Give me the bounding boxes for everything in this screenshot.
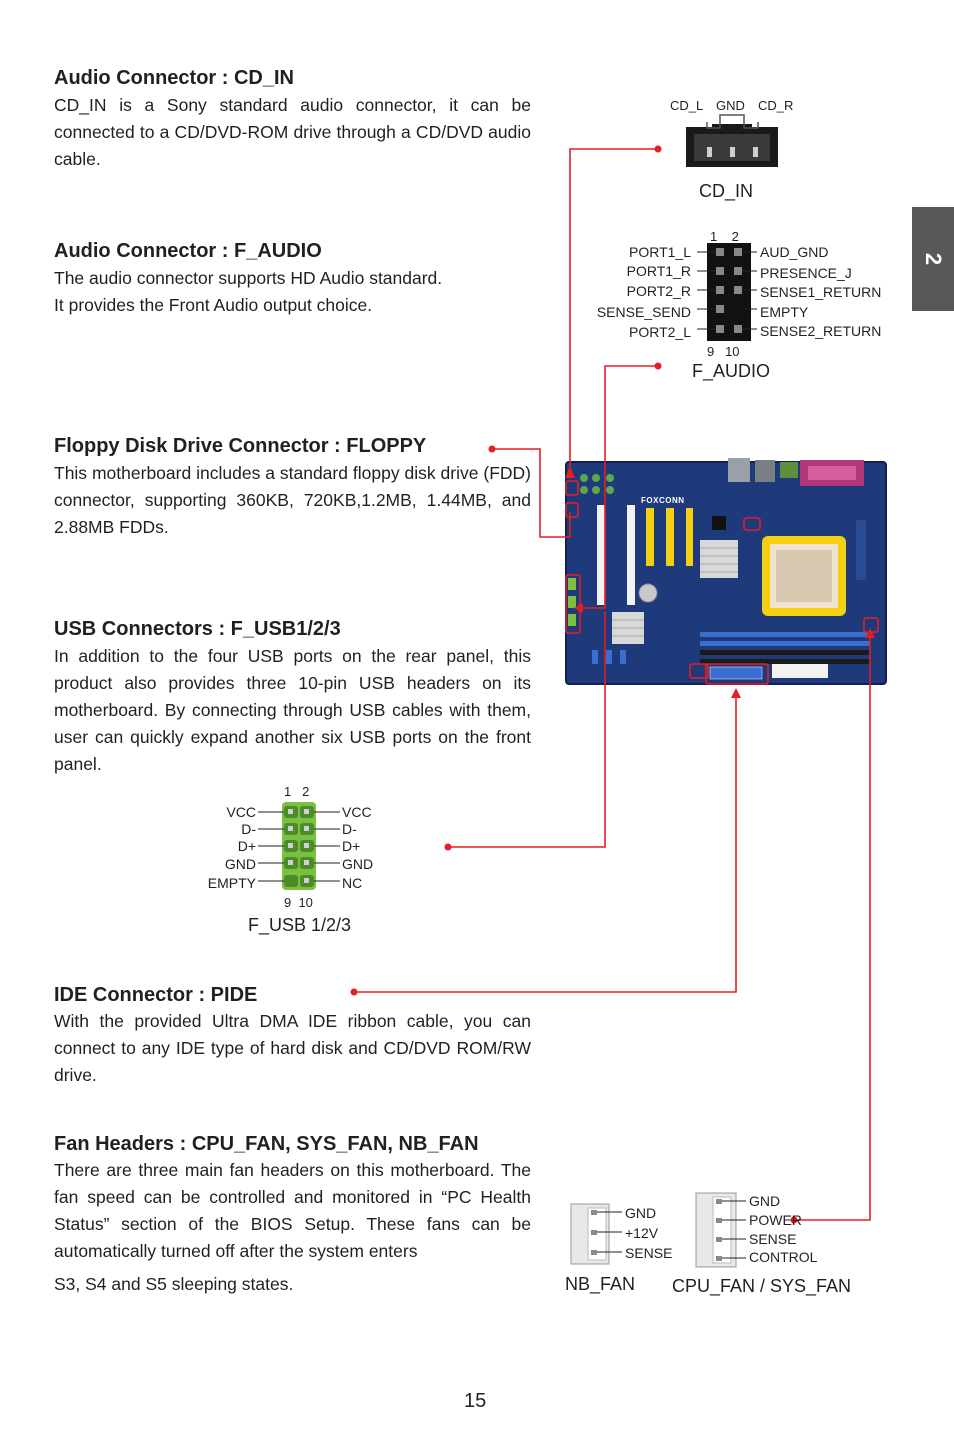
section-body-f-audio-line-1: The audio connector supports HD Audio st… (54, 268, 443, 288)
f-audio-left-label: PORT1_L (629, 244, 691, 260)
cpu-fan-pin-label: CONTROL (749, 1249, 818, 1265)
section-body-floppy: This motherboard includes a standard flo… (54, 463, 531, 537)
f-audio-right-label: PRESENCE_J (760, 265, 852, 281)
section-heading-cd-in: Audio Connector : CD_IN (54, 67, 294, 89)
f-usb-right-label: GND (342, 856, 374, 872)
f-usb-header-icon (258, 802, 340, 890)
f-usb-left-label: GND (224, 856, 256, 872)
f-usb-left-label: D- (241, 821, 256, 837)
section-heading-ide: IDE Connector : PIDE (54, 984, 258, 1006)
motherboard-image (565, 458, 887, 685)
f-usb-right-label: D+ (342, 838, 361, 854)
f-usb-left-label: VCC (226, 804, 256, 820)
cd-in-pin-gnd: GND (716, 98, 745, 113)
cd-in-pin-cd-r: CD_R (758, 98, 794, 113)
nb-fan-pin-label: +12V (625, 1225, 659, 1241)
f-usb-top-pin-numbers: 1 2 (284, 784, 310, 799)
f-usb-left-label: D+ (237, 838, 256, 854)
section-body-f-audio-line-2: It provides the Front Audio output choic… (54, 295, 373, 315)
section-body-fan-last: S3, S4 and S5 sleeping states. (54, 1274, 294, 1294)
section-heading-fan: Fan Headers : CPU_FAN, SYS_FAN, NB_FAN (54, 1133, 479, 1155)
cd-in-connector-icon (686, 114, 778, 167)
cpu-fan-caption: CPU_FAN / SYS_FAN (672, 1276, 852, 1296)
f-audio-left-label: PORT2_R (626, 283, 691, 299)
f-audio-left-label: SENSE_SEND (596, 304, 691, 320)
section-heading-floppy: Floppy Disk Drive Connector : FLOPPY (54, 435, 427, 457)
f-usb-left-label: EMPTY (207, 875, 256, 891)
cpu-fan-pin-label: POWER (749, 1212, 802, 1228)
section-heading-usb: USB Connectors : F_USB1/2/3 (54, 618, 341, 640)
f-audio-left-label: PORT1_R (626, 263, 691, 279)
cd-in-caption: CD_IN (699, 181, 754, 201)
cpu-fan-pin-label: GND (749, 1193, 781, 1209)
f-audio-right-label: EMPTY (760, 304, 809, 320)
chapter-tab: 2 (912, 207, 954, 311)
f-usb-caption: F_USB 1/2/3 (248, 915, 352, 935)
f-usb-right-label: VCC (342, 804, 372, 820)
board-highlights (565, 480, 879, 685)
f-usb-right-label: D- (342, 821, 357, 837)
f-audio-left-label: PORT2_L (629, 324, 691, 340)
f-audio-top-pin-numbers: 1 2 (710, 229, 739, 244)
f-audio-right-label: SENSE1_RETURN (760, 284, 882, 300)
f-audio-right-label: SENSE2_RETURN (760, 323, 882, 339)
page-number: 15 (464, 1390, 487, 1412)
motherboard-brand-label: FOXCONN (641, 496, 685, 505)
nb-fan-connector-icon (570, 1203, 622, 1265)
f-audio-header-icon (697, 243, 757, 341)
nb-fan-pin-label: GND (625, 1205, 657, 1221)
leader-lines (354, 148, 871, 1221)
f-audio-caption: F_AUDIO (692, 361, 771, 381)
f-audio-right-label: AUD_GND (760, 244, 829, 260)
leader-dots (350, 145, 798, 1224)
nb-fan-pin-label: SENSE (625, 1245, 673, 1261)
cpu-fan-pin-label: SENSE (749, 1231, 797, 1247)
f-usb-right-label: NC (342, 875, 363, 891)
cd-in-pin-cd-l: CD_L (670, 98, 704, 113)
f-audio-bottom-pin-numbers: 9 10 (707, 344, 740, 359)
section-body-cd-in: CD_IN is a Sony standard audio connector… (54, 95, 531, 169)
section-heading-f-audio: Audio Connector : F_AUDIO (54, 240, 322, 262)
cpu-fan-connector-icon (695, 1192, 746, 1268)
section-body-ide: With the provided Ultra DMA IDE ribbon c… (54, 1011, 531, 1085)
section-body-usb: In addition to the four USB ports on the… (54, 646, 531, 774)
nb-fan-caption: NB_FAN (565, 1274, 636, 1294)
f-usb-bottom-pin-numbers: 9 10 (284, 895, 313, 910)
section-body-fan: There are three main fan headers on this… (54, 1160, 531, 1261)
leader-arrowheads (565, 466, 875, 698)
